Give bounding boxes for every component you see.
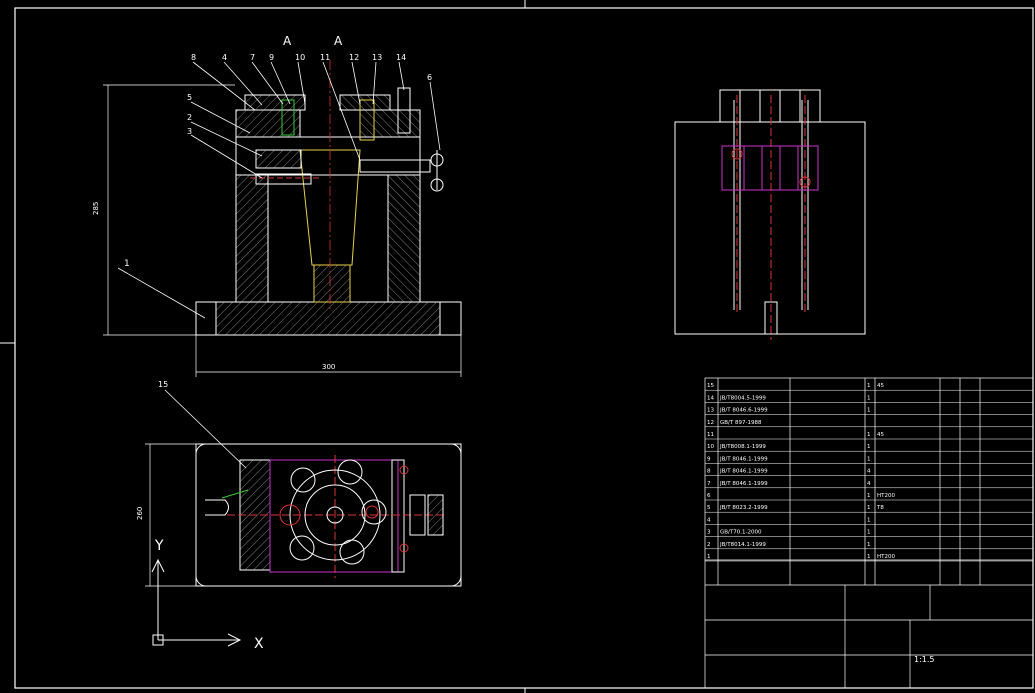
section-mark-right: A: [334, 34, 343, 48]
bom-no: 13: [707, 408, 714, 414]
bom-no: 5: [707, 505, 711, 511]
balloon-11: 11: [320, 53, 330, 62]
bom-code: JB/T8004.5-1999: [719, 395, 766, 401]
bom-qty: 1: [867, 456, 871, 462]
bom-code: JB/T 8046.1-1999: [719, 456, 768, 462]
bom-qty: 1: [867, 444, 871, 450]
bom-no: 7: [707, 481, 711, 487]
bom-material: 45: [877, 432, 884, 438]
drawing-frame: [14, 7, 1034, 689]
bom-code: JB/T 8046.1-1999: [719, 469, 768, 475]
bom-qty: 1: [867, 383, 871, 389]
balloon-6: 6: [427, 73, 432, 82]
bom-no: 10: [707, 444, 714, 450]
dimension-height-value: 285: [92, 202, 100, 215]
bom-code: JB/T 8046.1-1999: [719, 481, 768, 487]
bom-qty: 1: [867, 395, 871, 401]
bom-qty: 1: [867, 542, 871, 548]
balloon-14: 14: [396, 53, 406, 62]
bom-no: 2: [707, 542, 711, 548]
dimension-height: [103, 84, 235, 336]
bom-qty: 4: [867, 481, 871, 487]
bom-code: JB/T 8023.2-1999: [719, 505, 768, 511]
front-section-view: A A: [195, 34, 462, 336]
balloon-3: 3: [187, 127, 192, 136]
balloon-1: 1: [124, 259, 130, 269]
bom-code: JB/T 8046.6-1999: [719, 408, 768, 414]
bom-qty: 1: [867, 505, 871, 511]
bom-material: HT200: [877, 554, 895, 560]
bom-material: 45: [877, 383, 884, 389]
section-mark-left: A: [283, 34, 292, 48]
balloon-13: 13: [372, 53, 382, 62]
bom-no: 1: [707, 554, 711, 560]
balloon-9: 9: [269, 53, 274, 62]
bom-code: JB/T8014.1-1999: [719, 542, 766, 548]
ucs-x-label: X: [254, 636, 264, 652]
bom-no: 4: [707, 517, 711, 523]
bom-code: GB/T70.1-2000: [720, 530, 762, 536]
dimension-top-height: [145, 443, 196, 587]
bom-no: 6: [707, 493, 711, 499]
balloon-5: 5: [187, 93, 192, 102]
balloon-7: 7: [250, 53, 255, 62]
bom-table: [704, 377, 1034, 689]
bom-no: 12: [707, 420, 714, 426]
ucs-icon: [151, 558, 242, 647]
scale-value: 1:1.5: [914, 655, 935, 664]
bom-qty: 1: [867, 517, 871, 523]
balloon-10: 10: [295, 53, 305, 62]
bom-no: 3: [707, 530, 711, 536]
bom-no: 9: [707, 456, 711, 462]
bom-qty: 1: [867, 432, 871, 438]
bom-qty: 1: [867, 408, 871, 414]
dimension-width: [195, 335, 462, 377]
bom-qty: 1: [867, 554, 871, 560]
front-leaders: [117, 61, 441, 319]
balloon-2: 2: [187, 113, 192, 122]
balloon-4-top: 4: [222, 53, 227, 62]
bom-no: 8: [707, 469, 711, 475]
front-balloons: 8 4 7 9 10 11 12 13 14 6 5 2 3 1: [124, 53, 432, 269]
bom-no: 14: [707, 395, 714, 401]
bom-code: GB/T 897-1988: [720, 420, 762, 426]
ucs-y-label: Y: [154, 538, 164, 554]
dimension-width-value: 300: [322, 363, 335, 371]
side-view: [674, 89, 866, 340]
bom-qty: 1: [867, 493, 871, 499]
bom-material: HT200: [877, 493, 895, 499]
bom-material: T8: [876, 505, 884, 511]
top-view-leader: [164, 389, 247, 469]
title-block: 1:1.5: [914, 655, 935, 664]
dimension-top-height-value: 260: [136, 507, 144, 520]
bom-no: 11: [707, 432, 714, 438]
bom-qty: 4: [867, 469, 871, 475]
balloon-15: 15: [158, 380, 168, 389]
balloon-12: 12: [349, 53, 359, 62]
balloon-8: 8: [191, 53, 196, 62]
top-view: [195, 443, 462, 587]
bom-qty: 1: [867, 530, 871, 536]
bom-code: JB/T8008.1-1999: [719, 444, 766, 450]
bom-no: 15: [707, 383, 714, 389]
